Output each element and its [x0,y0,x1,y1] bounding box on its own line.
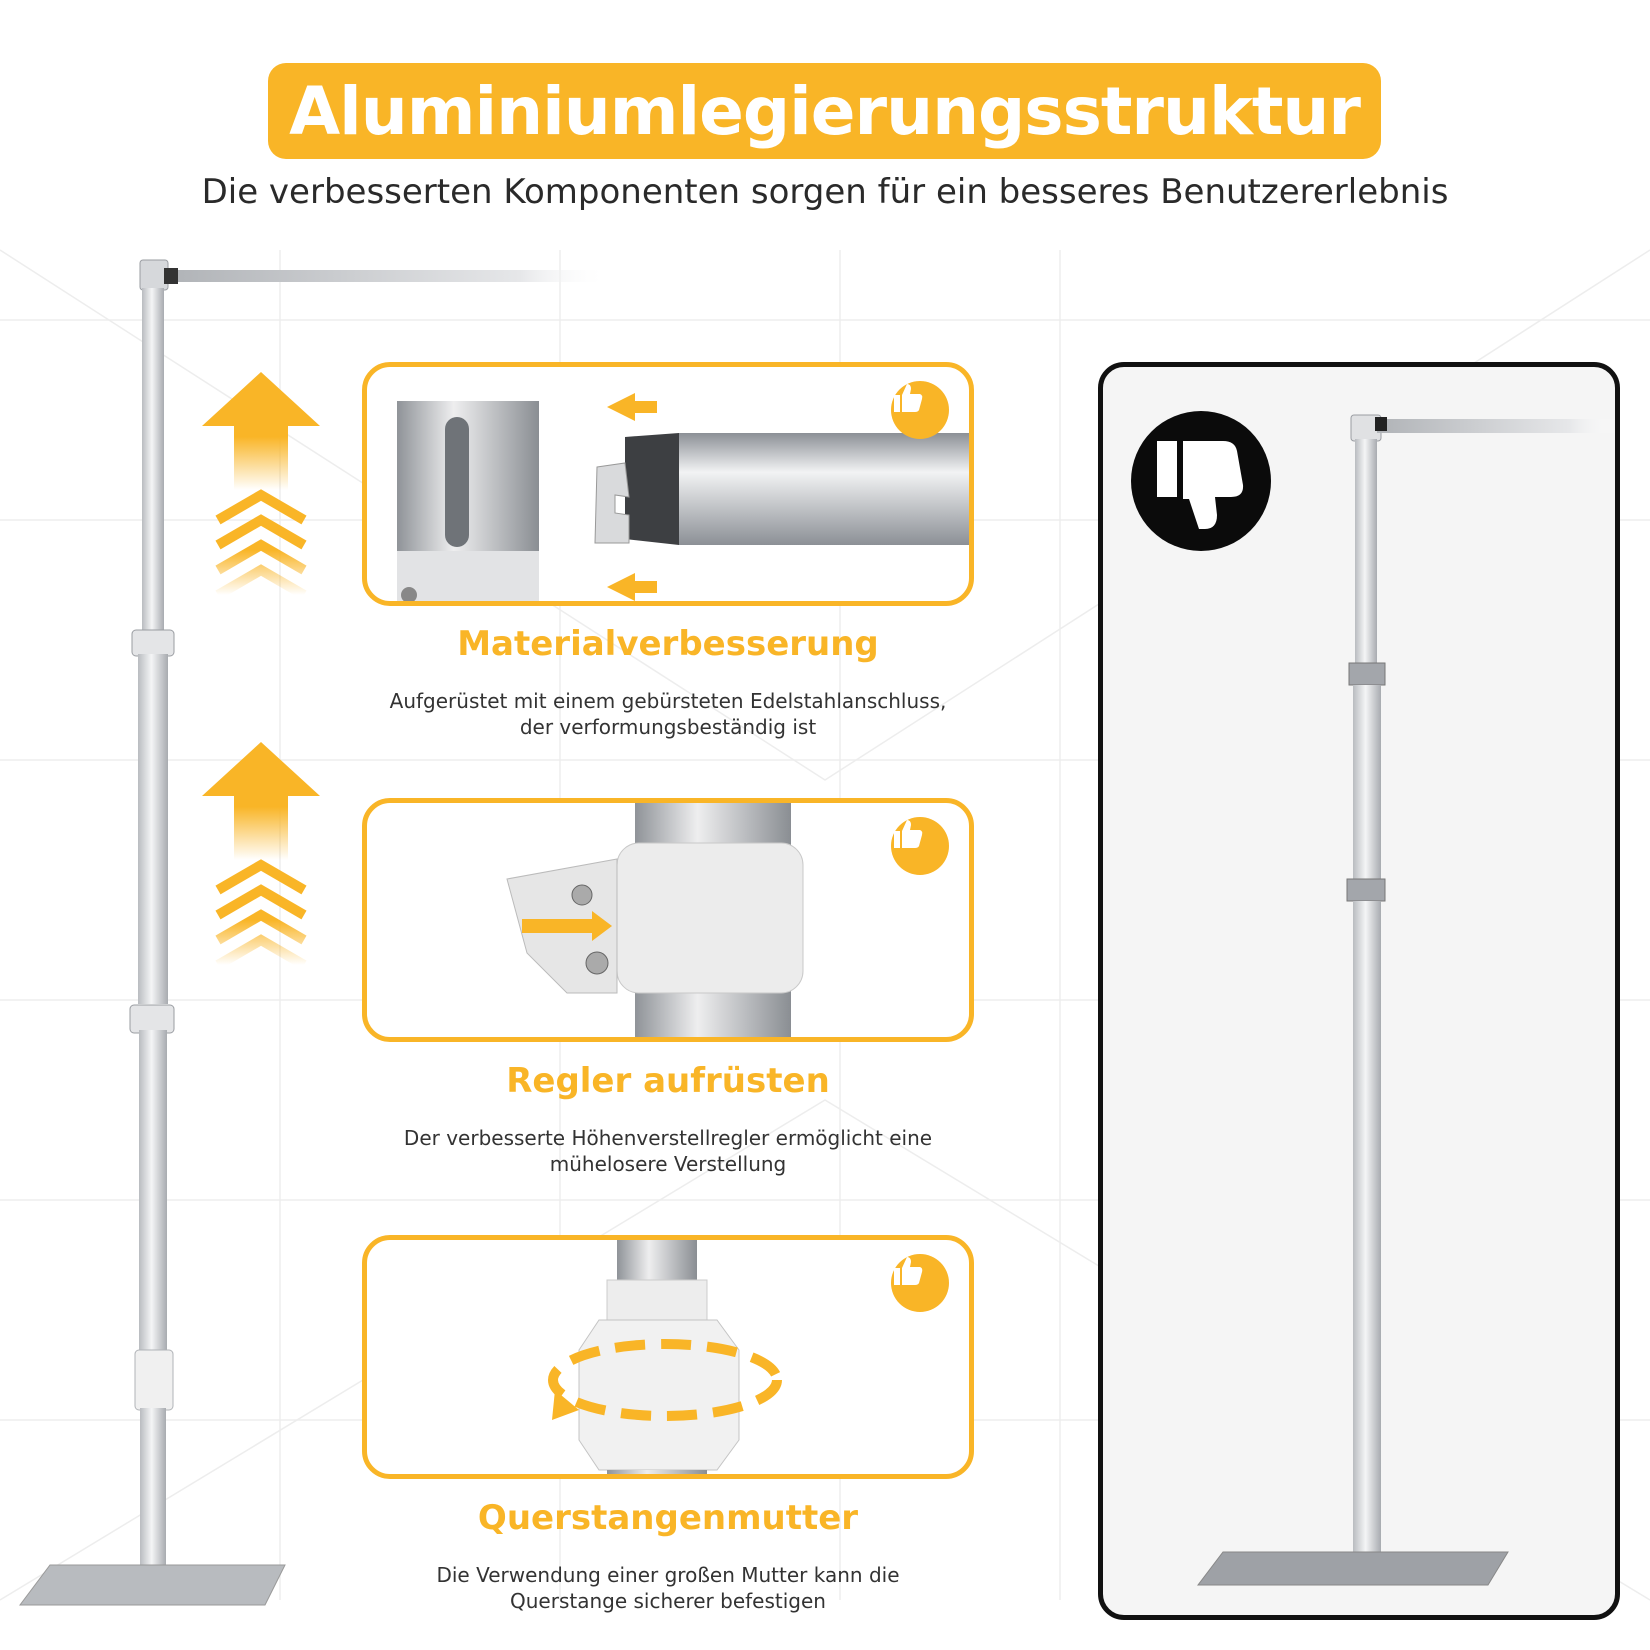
feature-description: Der verbesserte Höhenverstellregler ermö… [362,1125,974,1177]
feature-description: Die Verwendung einer großen Mutter kann … [362,1562,974,1614]
feature-title: Regler aufrüsten [506,1061,830,1101]
feature-title: Materialverbesserung [457,624,879,664]
thumbs-up-icon [891,1254,949,1312]
description-line: mühelosere Verstellung [549,1152,787,1176]
connector-illustration [397,393,969,601]
thumbs-up-icon [891,381,949,439]
description-line: Aufgerüstet mit einem gebürsteten Edelst… [389,689,947,713]
regulator-illustration [506,803,804,1037]
feature-title: Querstangenmutter [477,1498,859,1538]
nut-illustration [548,1240,782,1474]
title-banner: Aluminiumlegierungsstruktur [268,63,1381,159]
description-line: Die Verwendung einer großen Mutter kann … [436,1563,900,1587]
page-subtitle: Die verbesserten Komponenten sorgen für … [201,172,1449,212]
feature-card-nut [362,1235,974,1479]
thumbs-up-icon [891,817,949,875]
page-title: Aluminiumlegierungsstruktur [289,72,1361,150]
feature-card-material [362,362,974,606]
thumbs-down-icon [1131,411,1271,551]
up-arrow-icon [202,372,320,600]
description-line: Querstange sicherer befestigen [510,1589,826,1613]
feature-card-regulator [362,798,974,1042]
old-stand-illustration [1196,414,1615,1586]
comparison-panel [1098,362,1620,1620]
stand-illustration [19,259,608,1606]
feature-description: Aufgerüstet mit einem gebürsteten Edelst… [362,688,974,740]
description-line: Der verbesserte Höhenverstellregler ermö… [403,1126,933,1150]
description-line: der verformungsbeständig ist [519,715,817,739]
up-arrow-icon [202,742,320,970]
